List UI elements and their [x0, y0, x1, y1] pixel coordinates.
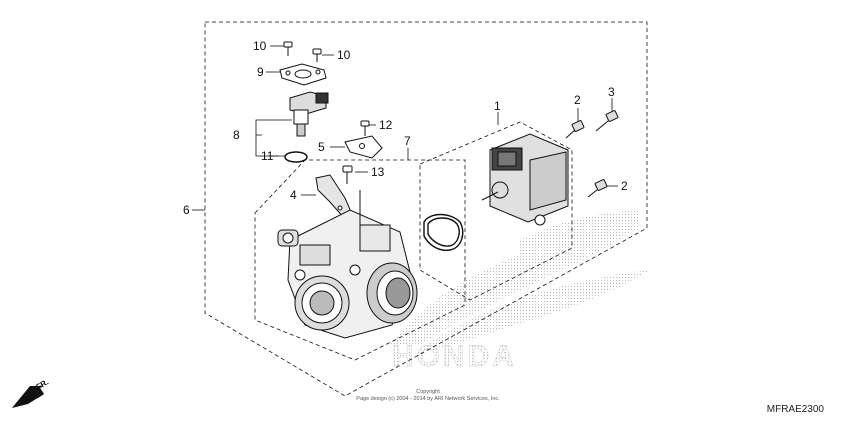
- assembly-outline-6: [204, 21, 648, 397]
- bracket-plate-5: [344, 135, 383, 159]
- honda-watermark-text: HONDA: [392, 340, 517, 373]
- callout-12: 12: [379, 118, 393, 132]
- screw-10-right: [312, 48, 322, 62]
- screw-12: [360, 120, 370, 136]
- callout-4: 4: [290, 188, 297, 202]
- o-ring-11: [284, 151, 308, 163]
- callout-2-top: 2: [574, 93, 581, 107]
- callout-2-bottom: 2: [621, 179, 628, 193]
- sensor-unit-outline-1: [419, 121, 573, 301]
- copyright-line-1: Copyright: [416, 389, 440, 395]
- callout-9: 9: [257, 65, 264, 79]
- copyright-line-2: Page design (c) 2004 - 2014 by ARI Netwo…: [356, 396, 500, 402]
- bolt-2-top: [565, 120, 585, 139]
- diagram-code: MFRAE2300: [766, 404, 824, 415]
- honda-wing-watermark: HONDA: [390, 210, 650, 373]
- screw-10-left: [283, 41, 293, 56]
- copyright-notice: Copyright Page design (c) 2004 - 2014 by…: [318, 389, 538, 403]
- screw-13: [342, 165, 353, 184]
- callout-5: 5: [318, 140, 325, 154]
- throttle-body: [277, 190, 418, 339]
- gasket-plate-9: [279, 63, 327, 86]
- callout-10-left: 10: [253, 39, 267, 53]
- gasket-7: [423, 213, 464, 251]
- callout-1: 1: [494, 99, 501, 113]
- callout-8: 8: [233, 128, 240, 142]
- callout-10-right: 10: [337, 48, 351, 62]
- bolt-3: [595, 110, 619, 132]
- sensor-8: [289, 91, 329, 137]
- bolt-2-bottom: [587, 179, 608, 198]
- callout-11: 11: [261, 149, 274, 163]
- callout-7: 7: [404, 134, 411, 148]
- front-direction-label: FR.: [35, 377, 51, 391]
- throttle-position-sensor-1: [481, 133, 569, 226]
- callout-13: 13: [371, 165, 385, 179]
- callout-6: 6: [183, 203, 190, 217]
- callout-3: 3: [608, 85, 615, 99]
- leader-lines: [192, 45, 618, 211]
- front-direction-arrow: FR.: [12, 377, 50, 408]
